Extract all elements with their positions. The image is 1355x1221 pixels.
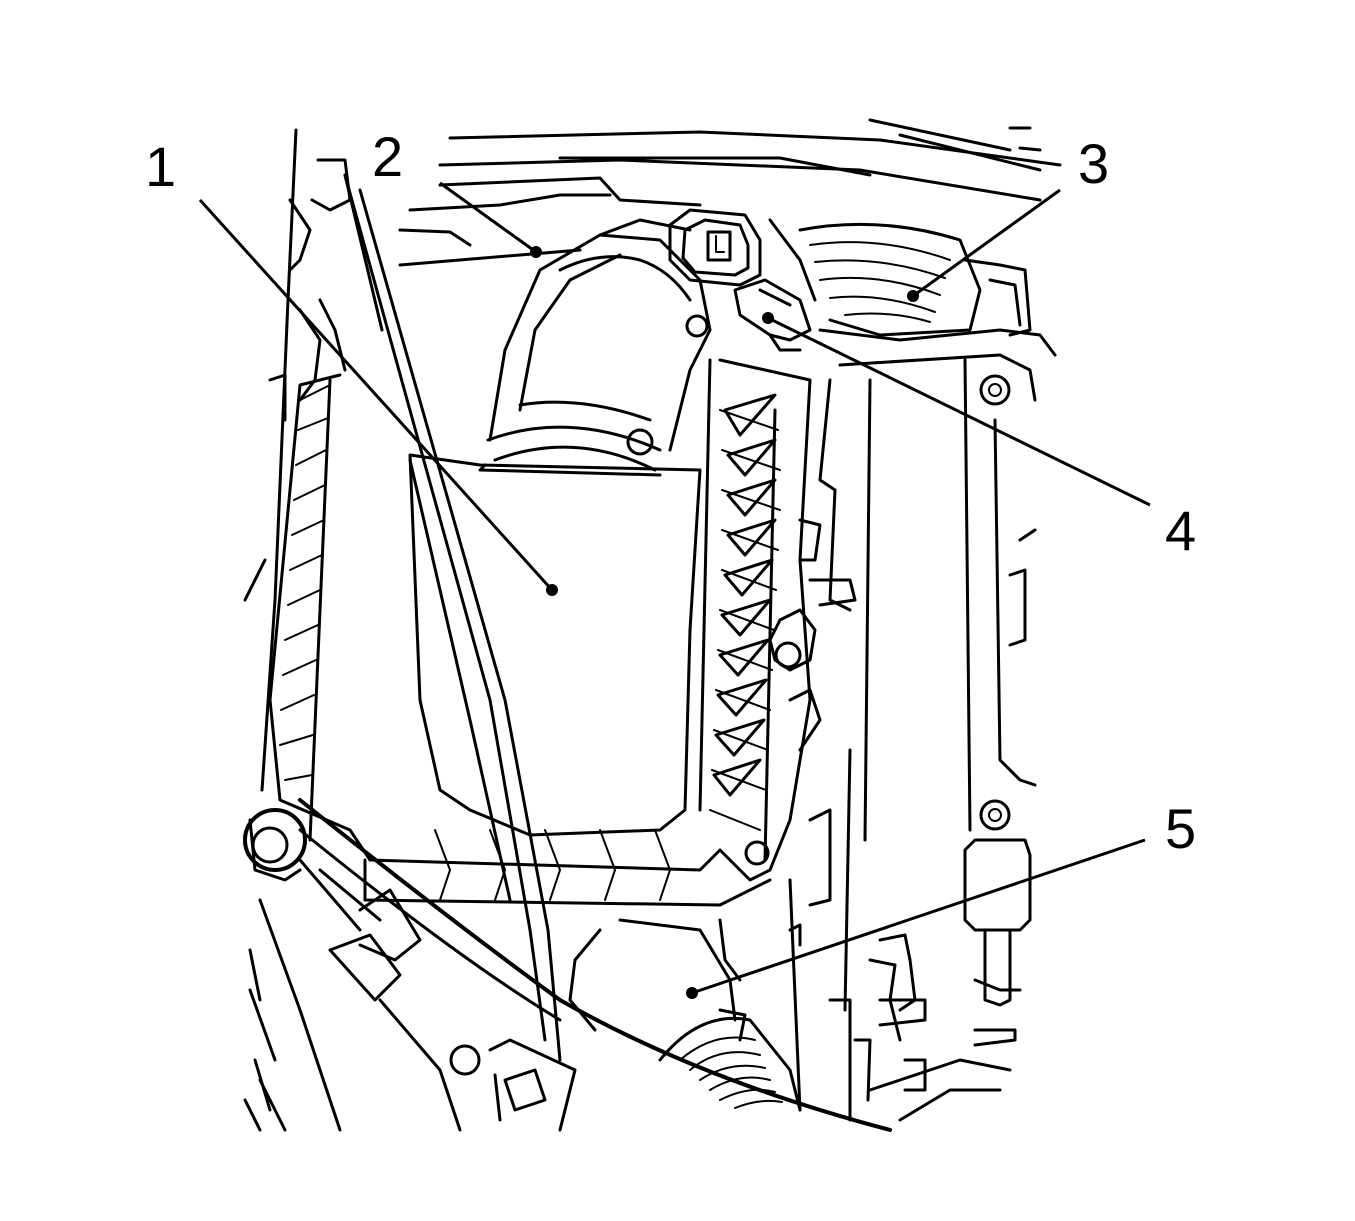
leader-line-3 [912, 188, 1061, 298]
callout-labels: 1 2 3 4 5 [145, 125, 1196, 860]
leader-dot-1 [546, 584, 558, 596]
left-bracket-structure [243, 128, 384, 792]
leader-line-2 [439, 181, 537, 254]
callout-label-3: 3 [1078, 132, 1109, 195]
upper-body-structure [398, 118, 1062, 267]
lower-right-components [718, 838, 1032, 1122]
callout-label-2: 2 [372, 125, 403, 188]
leader-dot-4 [762, 312, 774, 324]
leader-dot-2 [530, 246, 542, 258]
diagonal-rod [343, 173, 562, 1062]
leader-dot-3 [907, 290, 919, 302]
callout-label-1: 1 [145, 135, 176, 198]
intake-duct-elbow [478, 218, 712, 477]
callout-label-5: 5 [1165, 797, 1196, 860]
leader-dot-5 [686, 987, 698, 999]
callout-label-4: 4 [1165, 499, 1196, 562]
callout-leaders [198, 181, 1151, 999]
leader-line-1 [198, 198, 554, 592]
right-frame-structure [768, 353, 1037, 1012]
air-cleaner-housing [268, 358, 812, 907]
lower-intake-hose [568, 918, 802, 1112]
leader-line-5 [691, 838, 1146, 995]
leader-line-4 [767, 316, 1151, 507]
lower-left-structure [243, 798, 892, 1132]
air-duct-resonator [798, 222, 1057, 357]
